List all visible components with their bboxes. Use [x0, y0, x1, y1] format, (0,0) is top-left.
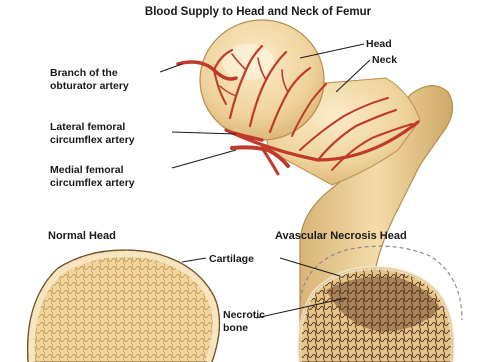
label-head: Head — [366, 38, 392, 50]
label-neck: Neck — [372, 54, 397, 66]
label-necrotic-1: Necrotic — [223, 309, 265, 321]
label-lateral-2: circumflex artery — [50, 134, 135, 146]
head-highlight — [222, 44, 274, 80]
femur-head — [200, 20, 324, 140]
label-cartilage: Cartilage — [209, 253, 254, 265]
label-medial-1: Medial femoral — [50, 164, 124, 176]
label-avascular-head: Avascular Necrosis Head — [275, 230, 407, 242]
label-obturator-1: Branch of the — [50, 67, 118, 79]
label-normal-head: Normal Head — [48, 230, 116, 242]
label-obturator-2: obturator artery — [50, 80, 129, 92]
label-lateral-1: Lateral femoral — [50, 121, 125, 133]
diagram-title: Blood Supply to Head and Neck of Femur — [145, 6, 372, 18]
label-necrotic-2: bone — [223, 322, 248, 334]
normal-head-section — [28, 250, 220, 362]
label-medial-2: circumflex artery — [50, 177, 135, 189]
